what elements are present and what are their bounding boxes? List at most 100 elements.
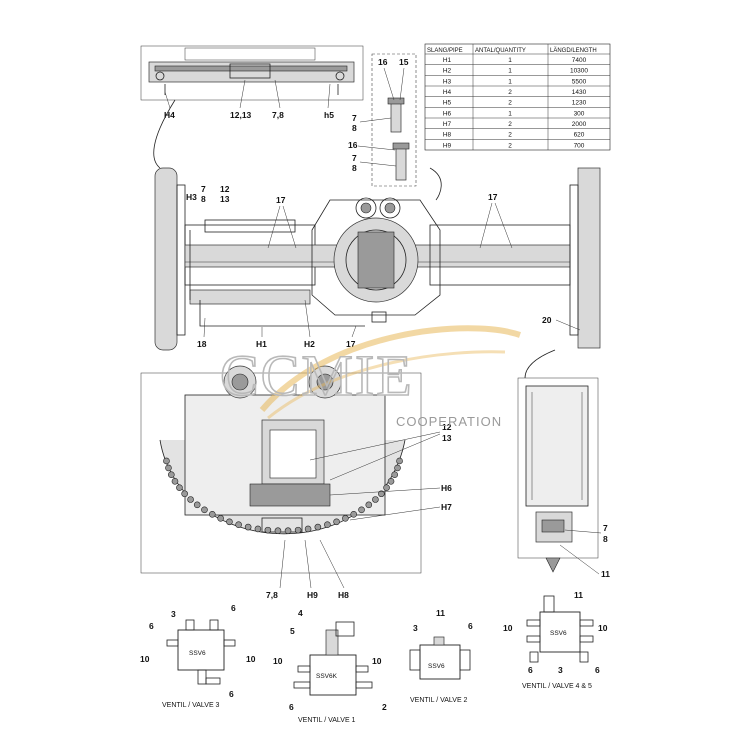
table-cell-r0-c1: 1 bbox=[508, 57, 512, 64]
valve-4-5-label-10-a: 10 bbox=[503, 623, 513, 633]
detail-valve-top bbox=[371, 53, 417, 187]
valve-4-5-label-6-b: 6 bbox=[595, 665, 600, 675]
valve-1-label-4: 4 bbox=[298, 608, 303, 618]
valve-3-caption: VENTIL / VALVE 3 bbox=[162, 702, 220, 709]
table-cell-r0-c2: 7400 bbox=[572, 57, 587, 64]
valve-1-label-10-b: 10 bbox=[372, 656, 382, 666]
valve-3: SSV6 bbox=[166, 619, 236, 685]
table-cell-r8-c2: 700 bbox=[574, 142, 585, 149]
table-cell-r2-c1: 1 bbox=[508, 78, 512, 85]
valve-1-label-5: 5 bbox=[290, 626, 295, 636]
label-18: 18 bbox=[197, 339, 207, 349]
label-h2: H2 bbox=[304, 339, 315, 349]
label-8-d: 8 bbox=[603, 534, 608, 544]
table-cell-r7-c1: 2 bbox=[508, 132, 512, 139]
watermark-brand: CCMIE bbox=[220, 343, 414, 408]
table-cell-r7-c2: 620 bbox=[574, 132, 585, 139]
label-h6: H6 bbox=[441, 483, 452, 493]
table-cell-r5-c1: 1 bbox=[508, 110, 512, 117]
table-cell-r4-c0: H5 bbox=[443, 100, 452, 107]
bolt bbox=[314, 523, 322, 531]
bolt bbox=[217, 514, 224, 522]
label-8-c: 8 bbox=[201, 194, 206, 204]
label-8-b: 8 bbox=[352, 163, 357, 173]
bolt bbox=[294, 526, 302, 534]
bolt bbox=[226, 518, 233, 526]
valve-1: SSV6K bbox=[293, 621, 373, 696]
bolt bbox=[176, 484, 183, 491]
label-16-a: 16 bbox=[378, 57, 388, 67]
valve-2-label-3: 3 bbox=[413, 623, 418, 633]
table-cell-r2-c2: 5500 bbox=[572, 78, 587, 85]
label-12-a: 12 bbox=[220, 184, 230, 194]
bolt bbox=[358, 506, 365, 514]
bolt bbox=[254, 525, 262, 533]
label-h4: H4 bbox=[164, 110, 175, 120]
label-17-b: 17 bbox=[488, 192, 498, 202]
bolt bbox=[201, 506, 208, 514]
bolt bbox=[396, 457, 403, 465]
valve-1-body: SSV6K bbox=[316, 673, 338, 680]
detail-top-left bbox=[140, 45, 364, 101]
bolt bbox=[274, 527, 282, 535]
valve-2-label-6: 6 bbox=[468, 621, 473, 631]
label-7-c: 7 bbox=[201, 184, 206, 194]
bolt bbox=[163, 457, 170, 465]
valve-2-caption: VENTIL / VALVE 2 bbox=[410, 697, 468, 704]
valve-1-label-10-a: 10 bbox=[273, 656, 283, 666]
bolt bbox=[235, 521, 242, 529]
bolt bbox=[342, 514, 349, 522]
table-cell-r6-c0: H7 bbox=[443, 121, 452, 128]
valve-3-label-6-a: 6 bbox=[231, 603, 236, 613]
bolt bbox=[394, 464, 401, 472]
valve-4-5-body: SSV6 bbox=[550, 630, 567, 637]
bolt bbox=[372, 496, 379, 503]
bolt bbox=[168, 471, 175, 479]
label-15: 15 bbox=[399, 57, 409, 67]
label-h7: H7 bbox=[441, 502, 452, 512]
label-16-b: 16 bbox=[348, 140, 358, 150]
label-7-8-top: 7,8 bbox=[272, 110, 284, 120]
table-header-quantity: ANTAL/QUANTITY bbox=[475, 48, 526, 54]
label-20: 20 bbox=[542, 315, 552, 325]
label-12-13-top: 12,13 bbox=[230, 110, 252, 120]
bolt bbox=[383, 484, 390, 491]
bolt bbox=[187, 496, 194, 503]
label-17-c: 17 bbox=[346, 339, 356, 349]
table-cell-r1-c2: 10300 bbox=[570, 68, 588, 75]
label-7-b: 7 bbox=[352, 153, 357, 163]
table-cell-r5-c0: H6 bbox=[443, 110, 452, 117]
axle-main-view bbox=[154, 167, 601, 351]
table-header-pipe: SLANG/PIPE bbox=[427, 48, 463, 54]
bolt bbox=[391, 471, 398, 479]
table-cell-r4-c1: 2 bbox=[508, 100, 512, 107]
valve-4-5-label-3: 3 bbox=[558, 665, 563, 675]
bolt bbox=[264, 526, 272, 534]
table-cell-r8-c1: 2 bbox=[508, 142, 512, 149]
table-cell-r1-c0: H2 bbox=[443, 68, 452, 75]
bolt bbox=[378, 490, 385, 498]
hose-table: SLANG/PIPE ANTAL/QUANTITY LÄNGD/LENGTH H… bbox=[424, 43, 611, 151]
label-8-a: 8 bbox=[352, 123, 357, 133]
bolt bbox=[365, 501, 373, 509]
label-h3: H3 bbox=[186, 192, 197, 202]
valve-1-label-6: 6 bbox=[289, 702, 294, 712]
label-7-d: 7 bbox=[603, 523, 608, 533]
valve-4-5-caption: VENTIL / VALVE 4 & 5 bbox=[522, 683, 592, 690]
table-cell-r0-c0: H1 bbox=[443, 57, 452, 64]
valve-2-label-11: 11 bbox=[436, 608, 445, 618]
label-12-b: 12 bbox=[442, 422, 452, 432]
valve-3-label-10-a: 10 bbox=[140, 654, 150, 664]
bolt bbox=[244, 523, 252, 531]
table-cell-r8-c0: H9 bbox=[443, 142, 452, 149]
label-h5: h5 bbox=[324, 110, 334, 120]
bolt bbox=[193, 501, 201, 509]
valve-3-label-6-c: 6 bbox=[229, 689, 234, 699]
detail-wheel-side bbox=[517, 377, 599, 573]
bolt bbox=[284, 527, 292, 535]
bolt bbox=[171, 478, 179, 485]
watermark: CCMIE COOPERATION bbox=[219, 325, 521, 429]
label-11-a: 11 bbox=[601, 569, 610, 579]
valve-2: SSV6 bbox=[409, 636, 471, 680]
